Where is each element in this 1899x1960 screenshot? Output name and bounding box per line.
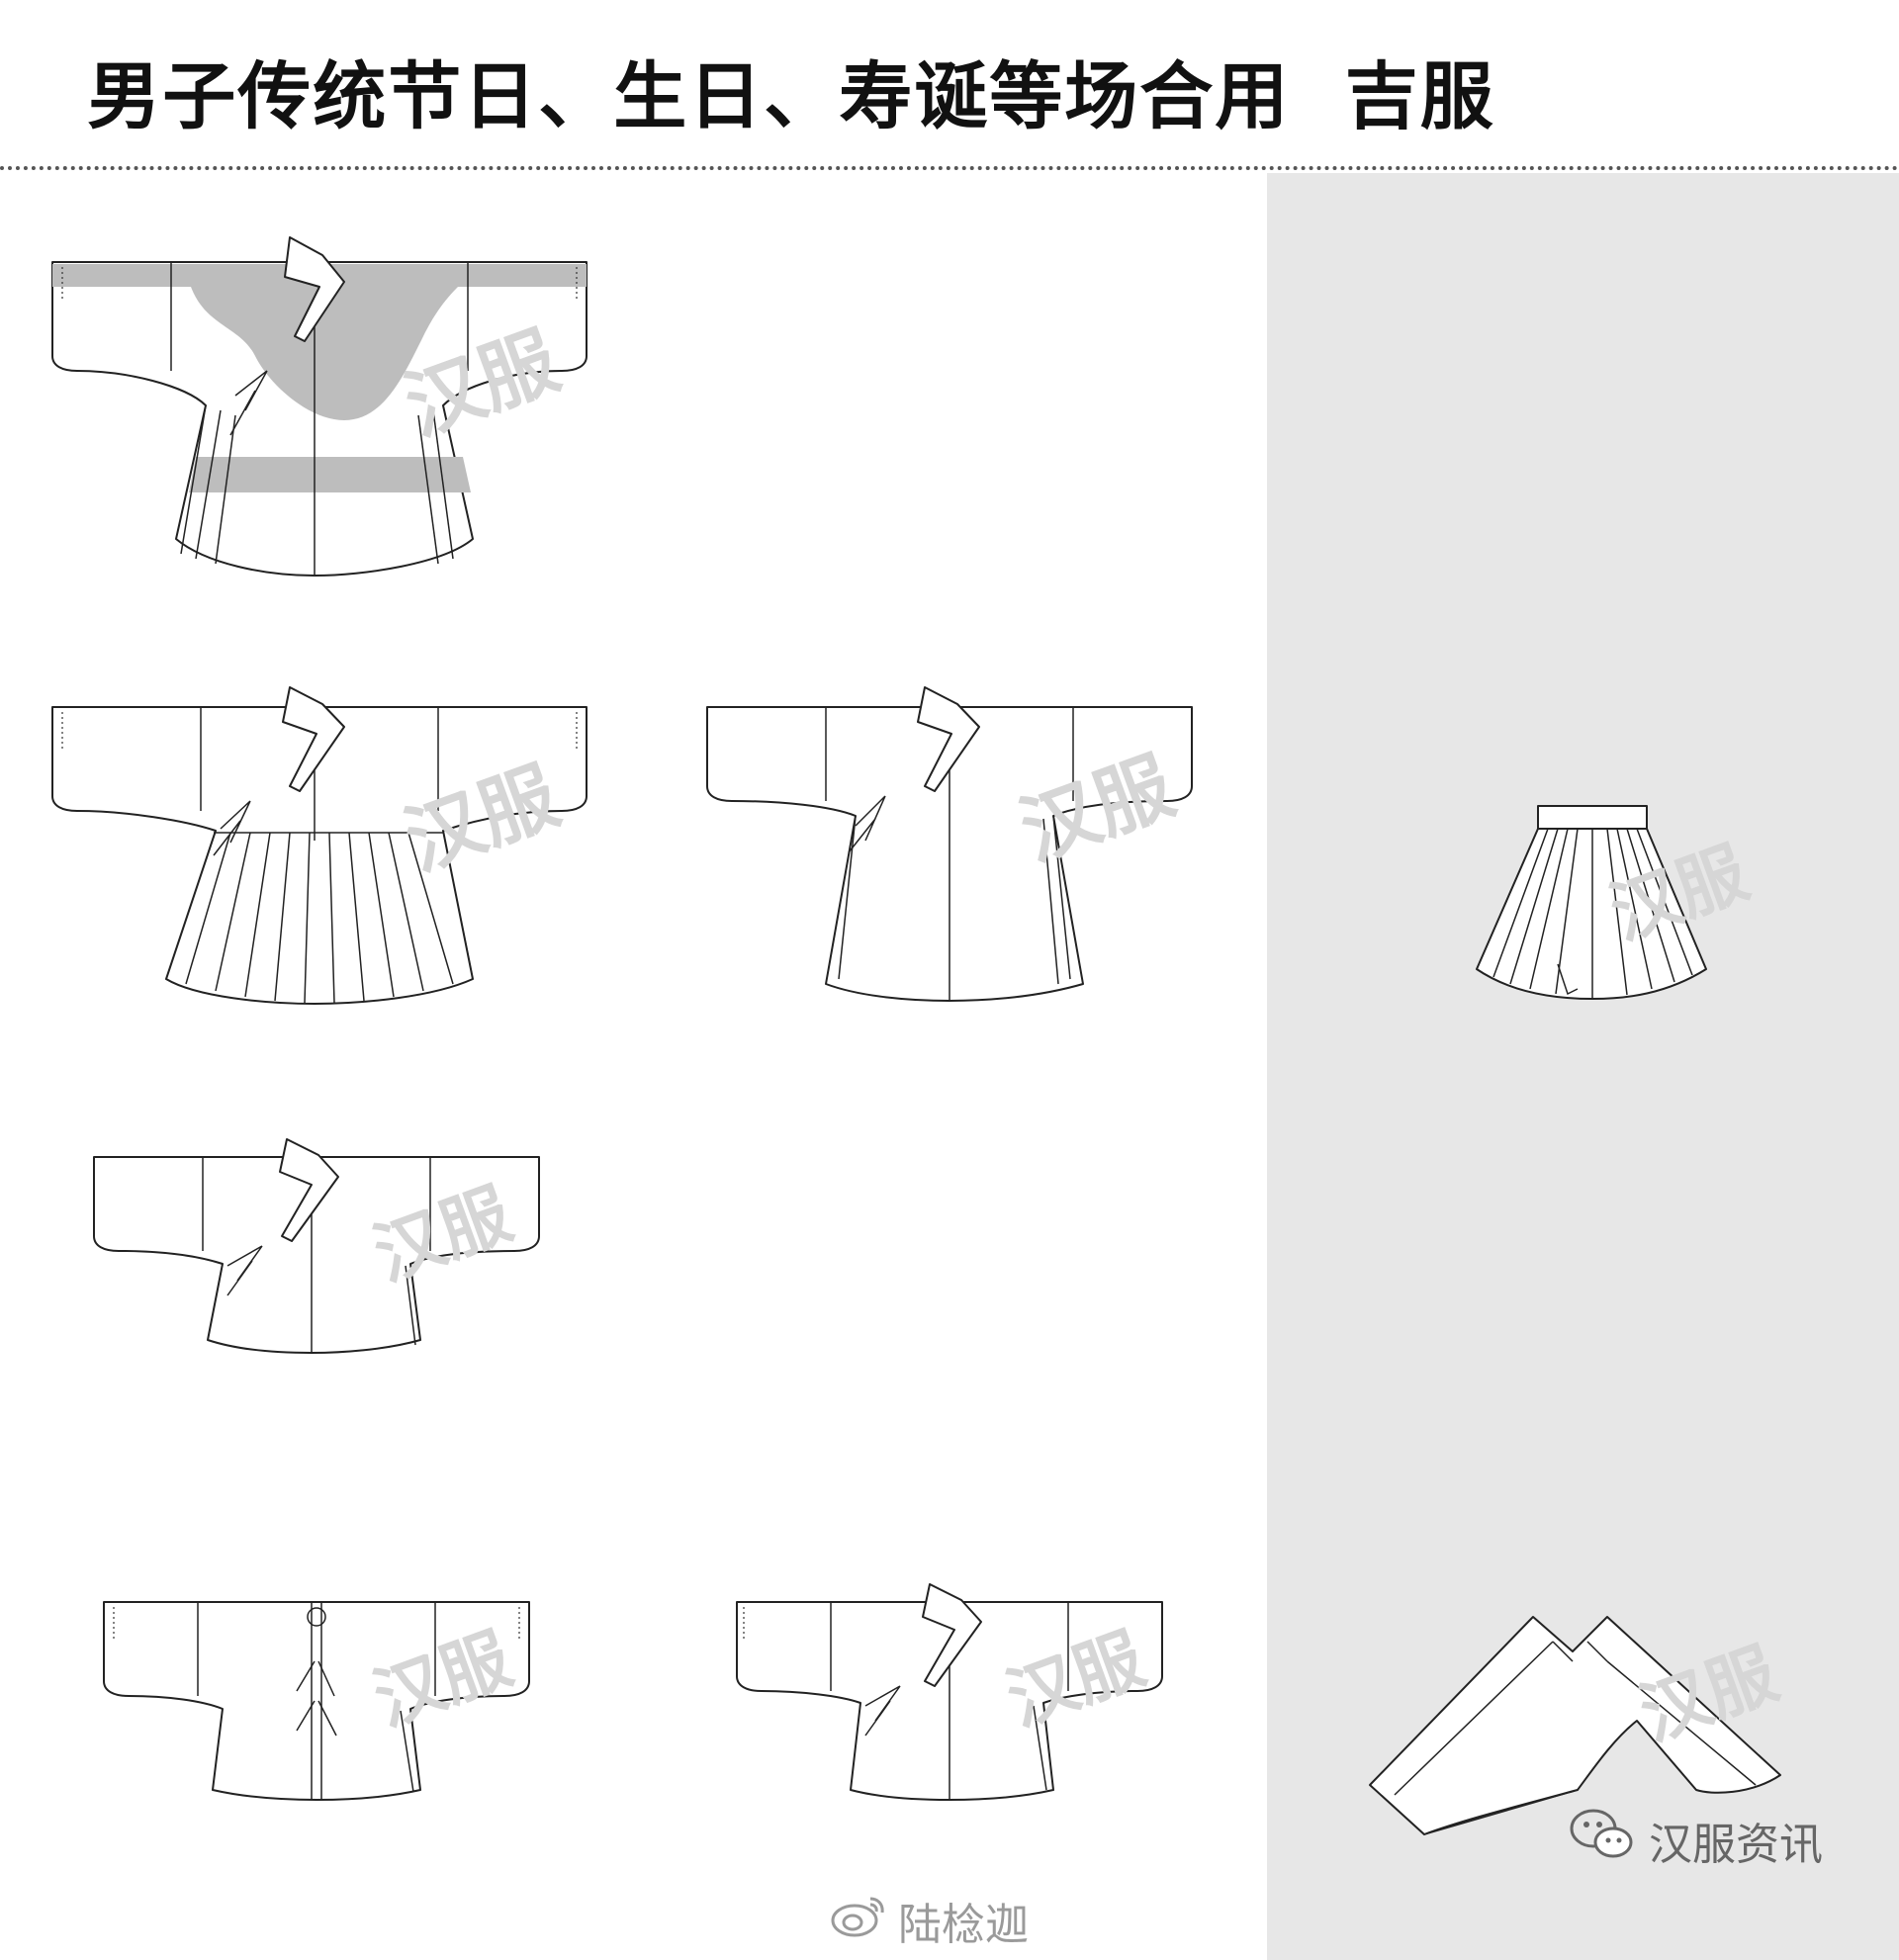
garment-jacket-crosscollar-short: 汉服 xyxy=(732,1582,1167,1801)
weibo-credit: 陆棯迦 xyxy=(831,1889,1029,1952)
wechat-account: 汉服资讯 xyxy=(1649,1819,1823,1870)
garment-folded-cap: 汉服 xyxy=(1365,1602,1800,1839)
page-title: 男子传统节日、生日、寿诞等场合用 吉服 xyxy=(87,54,1495,139)
garment-robe-pleated: 汉服 xyxy=(47,682,591,1009)
weibo-handle: 陆棯迦 xyxy=(898,1900,1029,1950)
dotted-divider xyxy=(0,166,1899,170)
garment-robe-patterned: 汉服 xyxy=(47,227,591,583)
header: 男子传统节日、生日、寿诞等场合用 吉服 xyxy=(0,0,1899,170)
garment-jacket-crosscollar: 汉服 xyxy=(89,1137,544,1355)
garment-pleated-skirt: 汉服 xyxy=(1459,801,1758,1009)
wechat-icon xyxy=(1568,1805,1637,1875)
svg-text:汉服: 汉服 xyxy=(1629,1632,1787,1756)
garment-robe-straight: 汉服 xyxy=(702,682,1197,1009)
wechat-credit: 汉服资讯 xyxy=(1568,1805,1823,1875)
garment-jacket-opposing-lapel: 汉服 xyxy=(99,1582,534,1801)
weibo-icon xyxy=(831,1893,886,1949)
